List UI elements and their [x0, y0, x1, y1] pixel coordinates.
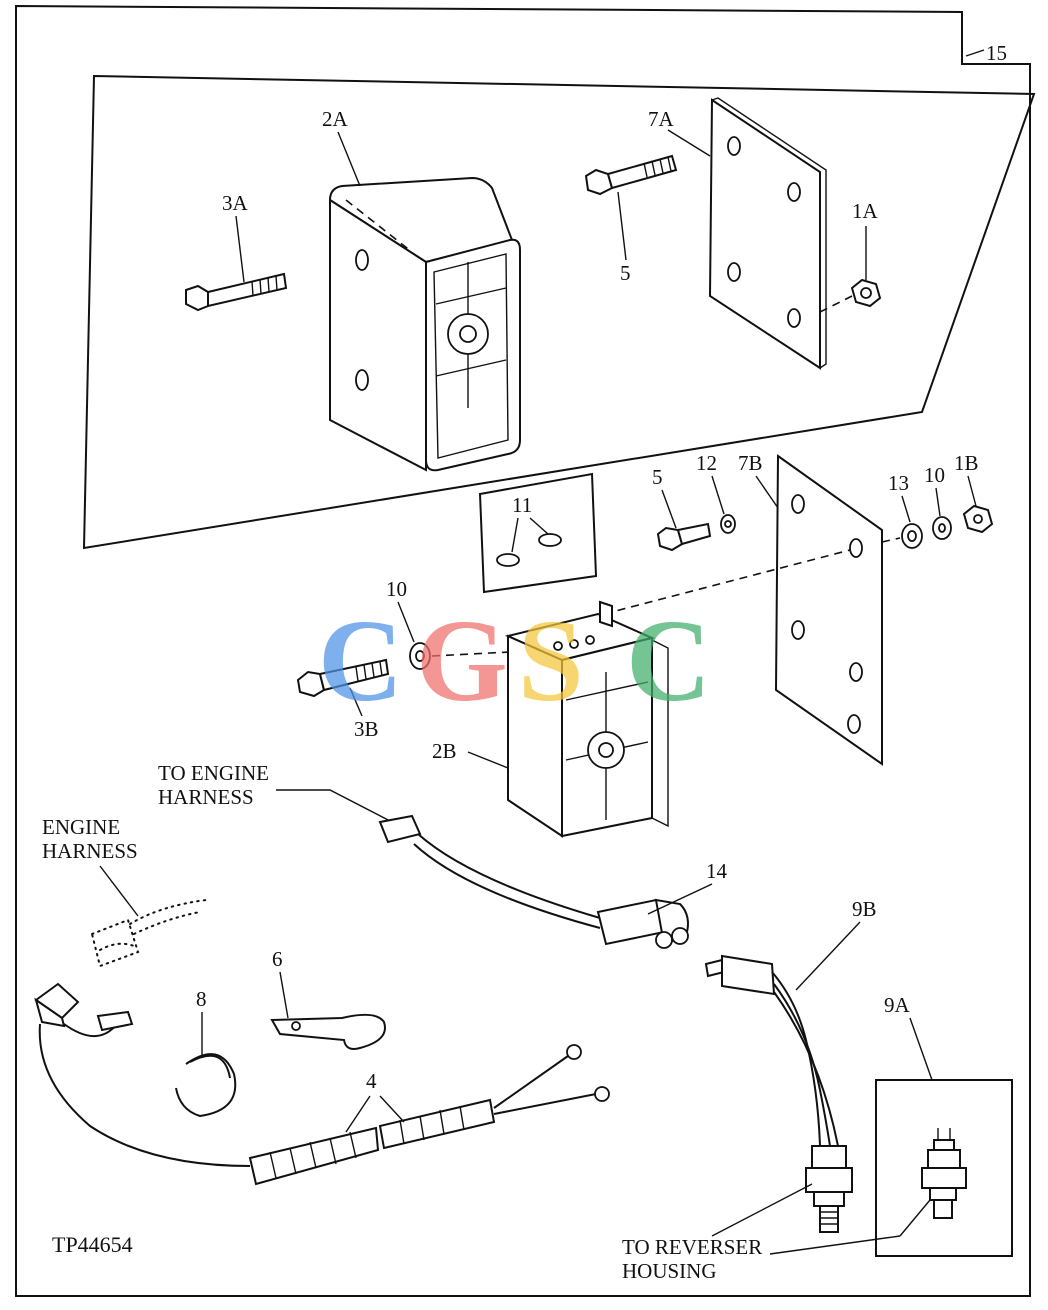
note-to-reverser-line1: TO REVERSER	[622, 1235, 762, 1259]
sensor-9a	[921, 1128, 967, 1219]
bolt-5-upper	[584, 154, 678, 196]
callout-8: 8	[196, 987, 207, 1011]
inset-box-9a	[875, 1079, 1013, 1257]
wire-loom-4	[248, 1044, 610, 1186]
callout-3a: 3A	[222, 191, 249, 215]
washer-10-left	[409, 642, 431, 670]
callout-6: 6	[272, 947, 283, 971]
note-engine-harness-line1: ENGINE	[42, 815, 120, 839]
inset-panel-a	[82, 74, 1036, 550]
inset-box-11	[478, 472, 598, 594]
callout-2b: 2B	[432, 739, 457, 763]
callout-11: 11	[512, 493, 532, 517]
o-rings-11	[496, 533, 562, 567]
callout-9b: 9B	[852, 897, 877, 921]
bolt-5-lower	[656, 522, 712, 552]
callout-1b: 1B	[954, 451, 979, 475]
callout-10-left: 10	[386, 577, 407, 601]
callout-2a: 2A	[322, 107, 349, 131]
housing-2a	[328, 176, 521, 472]
sensor-9b	[704, 954, 853, 1233]
bolt-3b	[296, 658, 390, 698]
callout-15: 15	[986, 41, 1007, 65]
outer-frame	[15, 4, 1031, 1297]
note-to-engine-harness-line1: TO ENGINE	[158, 761, 269, 785]
engine-harness-phantom	[90, 899, 207, 968]
callout-13: 13	[888, 471, 909, 495]
watermark-letter-c2: C	[626, 595, 711, 726]
wire-harness-left	[34, 982, 251, 1167]
callout-7b: 7B	[738, 451, 763, 475]
callout-5-lower: 5	[652, 465, 663, 489]
harness-14	[378, 814, 689, 949]
callout-5-upper: 5	[620, 261, 631, 285]
callout-10-right: 10	[924, 463, 945, 487]
clip-6	[270, 1013, 386, 1050]
nut-1a	[850, 278, 882, 308]
lock-washer-10-right	[932, 516, 952, 540]
watermark-letter-c1: C	[318, 595, 403, 726]
bolt-3a	[185, 272, 288, 312]
figure-id: TP44654	[52, 1232, 133, 1257]
note-to-reverser-line2: HOUSING	[622, 1259, 717, 1283]
callout-7a: 7A	[648, 107, 675, 131]
watermark-letter-g: G	[416, 595, 508, 726]
nut-1b	[962, 504, 994, 534]
plate-7b	[774, 454, 883, 766]
note-to-engine-harness-line2: HARNESS	[158, 785, 254, 809]
callout-14: 14	[706, 859, 728, 883]
watermark-letter-s: S	[518, 595, 584, 726]
callout-3b: 3B	[354, 717, 379, 741]
band-clamp-8	[175, 1053, 237, 1118]
housing-2b	[504, 600, 669, 838]
plate-7a	[708, 97, 827, 370]
note-engine-harness-line2: HARNESS	[42, 839, 138, 863]
callout-1a: 1A	[852, 199, 879, 223]
watermark-cgsc: C G S C	[318, 595, 711, 726]
callout-9a: 9A	[884, 993, 911, 1017]
washer-13	[901, 523, 923, 549]
callout-4: 4	[366, 1069, 377, 1093]
callout-12: 12	[696, 451, 717, 475]
